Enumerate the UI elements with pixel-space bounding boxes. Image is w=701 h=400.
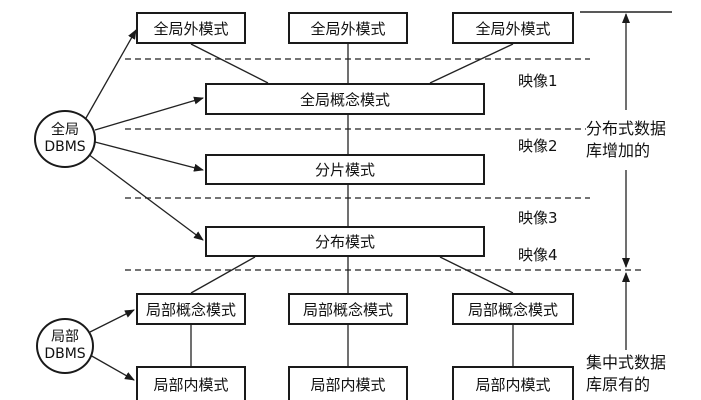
mapping-label-1: 映像1	[518, 72, 558, 90]
arrow-global-to-fragment	[94, 141, 204, 172]
local-internal-schema-1: 局部内模式	[136, 366, 246, 400]
local-conceptual-schema-3: 局部概念模式	[452, 293, 574, 325]
arrow-global-to-distribution	[87, 153, 204, 241]
global-dbms-line-1: 全局	[51, 122, 79, 138]
fragment-schema: 分片模式	[205, 154, 485, 185]
local-dbms-line-2: DBMS	[44, 346, 86, 362]
local-internal-schema-3: 局部内模式	[452, 366, 574, 400]
centralized-original-note: 集中式数据 库原有的	[586, 352, 667, 396]
global-external-schema-3: 全局外模式	[452, 12, 574, 44]
local-conceptual-schema-2: 局部概念模式	[288, 293, 408, 325]
mapping-label-3: 映像3	[518, 209, 558, 227]
local-dbms-node: 局部 DBMS	[36, 318, 94, 374]
connector	[429, 43, 514, 84]
distributed-added-note: 分布式数据 库增加的	[586, 118, 667, 162]
mapping-label-4: 映像4	[518, 246, 558, 264]
arrow-global-to-conceptual	[94, 96, 204, 131]
arrow-local-to-internal	[89, 354, 135, 381]
local-dbms-line-1: 局部	[51, 329, 79, 345]
connector	[190, 256, 256, 294]
connector	[439, 256, 514, 294]
mapping-label-2: 映像2	[518, 137, 558, 155]
arrow-local-to-conceptual	[89, 309, 135, 333]
global-external-schema-2: 全局外模式	[288, 12, 408, 44]
distributed-added-line-2: 库增加的	[586, 141, 651, 160]
arrow-global-to-external	[85, 29, 137, 119]
global-dbms-node: 全局 DBMS	[34, 110, 96, 168]
connector	[190, 43, 269, 84]
distribution-schema: 分布模式	[205, 226, 485, 257]
distributed-added-line-1: 分布式数据	[586, 119, 667, 138]
local-internal-schema-2: 局部内模式	[288, 366, 408, 400]
local-conceptual-schema-1: 局部概念模式	[136, 293, 246, 325]
global-dbms-line-2: DBMS	[44, 139, 86, 155]
centralized-original-line-1: 集中式数据	[586, 353, 667, 372]
centralized-original-line-2: 库原有的	[586, 375, 651, 394]
global-external-schema-1: 全局外模式	[136, 12, 246, 44]
global-conceptual-schema: 全局概念模式	[205, 83, 485, 115]
